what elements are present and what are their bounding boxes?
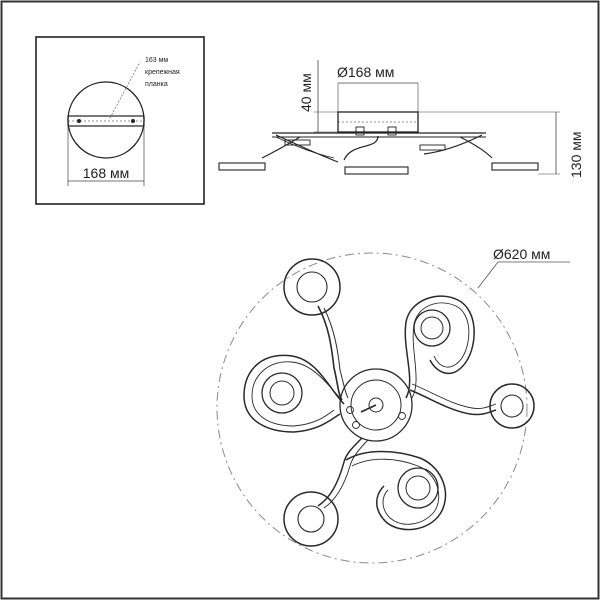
side-tube-right-2 <box>419 144 446 151</box>
hub-core <box>368 397 384 413</box>
hub-screw-3 <box>352 421 360 429</box>
top-view: Ø620 мм <box>216 246 570 564</box>
side-tube-right <box>491 162 539 171</box>
shade-right <box>489 383 535 429</box>
mount-inset: 163 мм крепежная планка 168 мм <box>35 36 205 205</box>
arm-top-left-inner <box>323 307 349 399</box>
side-tube-left-2 <box>284 139 311 146</box>
arm-bottom-right-loop-inner <box>351 458 440 525</box>
arm-right <box>409 389 497 416</box>
total-height-label: 130 мм <box>568 132 584 179</box>
plate-leader <box>109 61 141 119</box>
plate-screw-right <box>131 119 135 123</box>
side-tube-left <box>218 162 266 171</box>
hub-screw-1 <box>346 406 354 414</box>
side-view: Ø168 мм 40 мм 13 <box>218 60 584 179</box>
arm-left-loop-inner <box>251 361 341 427</box>
shade-bottom-right <box>397 467 439 509</box>
side-tube-centre <box>344 166 409 175</box>
side-diameter-label: Ø168 мм <box>337 64 394 80</box>
shade-top-left <box>283 258 341 316</box>
side-arm-right-1 <box>423 134 483 155</box>
side-arm-right-2 <box>459 136 493 159</box>
side-arm-left-2 <box>275 136 335 159</box>
side-stem <box>343 135 379 161</box>
hub-spindle <box>360 404 377 413</box>
plate-screw-left <box>77 119 81 123</box>
inset-frame <box>35 36 205 205</box>
arm-top-right-loop <box>404 295 475 399</box>
side-arm-left-3 <box>261 136 301 159</box>
arm-bottom-loop-inner <box>323 439 369 509</box>
top-diameter-label: Ø620 мм <box>493 246 550 262</box>
shade-left <box>261 372 303 414</box>
arm-top-right-loop-inner <box>411 302 470 399</box>
canopy-clip-right <box>387 126 397 136</box>
plate-note-line-1: 163 мм <box>145 57 168 64</box>
plate-note-line-3: планка <box>145 81 168 88</box>
canopy-clip-left <box>355 126 365 136</box>
diameter-leader <box>477 261 499 289</box>
arm-left-loop <box>243 354 345 433</box>
shade-bottom-left <box>283 491 339 547</box>
hub-outer <box>339 368 413 442</box>
side-arm-left-1 <box>275 134 339 163</box>
inset-width-label: 168 мм <box>83 165 130 181</box>
canopy-height-label: 40 мм <box>298 73 314 112</box>
hub-screw-2 <box>398 412 406 420</box>
hub-inner <box>350 379 402 431</box>
plate-note-line-2: крепежная <box>145 69 180 76</box>
arm-bottom-right-loop <box>345 450 447 531</box>
shade-top-right <box>413 309 451 347</box>
arm-top-left <box>317 305 343 401</box>
outer-diameter-circle <box>216 252 528 564</box>
